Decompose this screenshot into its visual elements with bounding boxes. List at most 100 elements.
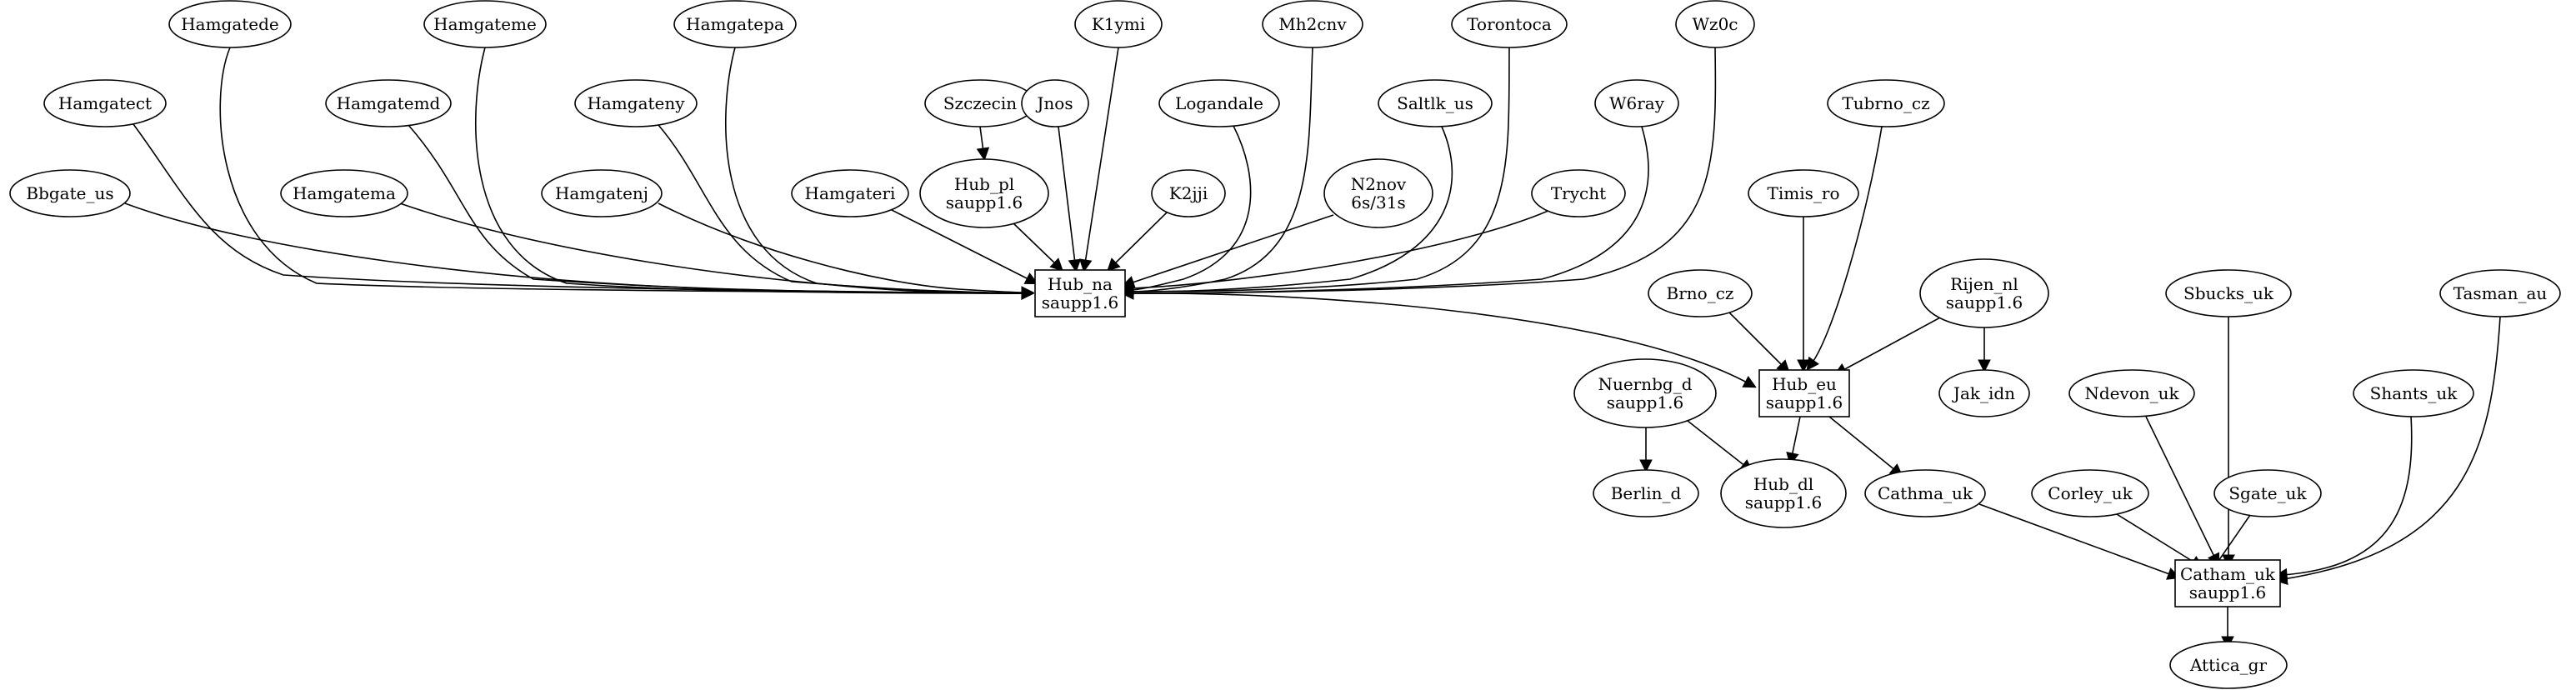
node-cathma_uk-shape (1864, 469, 1986, 518)
node-hub_pl-label-1: saupp1.6 (946, 192, 1023, 212)
node-hamgateny[interactable]: Hamgateny (574, 79, 698, 128)
node-nuernbg_d-label-1: saupp1.6 (1607, 392, 1683, 412)
node-hub_pl-label-0: Hub_pl (954, 174, 1014, 194)
edge-nuernbg_d-to-hub_dl (1687, 420, 1747, 468)
node-ndevon_uk[interactable]: Ndevon_uk (2068, 369, 2195, 418)
edge-corley_uk-to-catham_uk (2116, 513, 2197, 564)
node-w6ray[interactable]: W6ray (1594, 79, 1679, 128)
node-hub_dl-label-1: saupp1.6 (1745, 492, 1822, 512)
node-catham_uk-shape (2174, 559, 2281, 608)
node-hamgateme[interactable]: Hamgateme (423, 0, 547, 48)
node-trycht-shape (1531, 169, 1626, 218)
node-saltlk_us[interactable]: Saltlk_us (1378, 79, 1493, 128)
node-cathma_uk-label-0: Cathma_uk (1878, 483, 1973, 503)
node-logandale[interactable]: Logandale (1158, 79, 1280, 128)
node-sbucks_uk[interactable]: Sbucks_uk (2165, 269, 2292, 318)
node-catham_uk-label-1: saupp1.6 (2189, 582, 2266, 602)
node-attica_gr[interactable]: Attica_gr (2169, 641, 2288, 689)
node-brno_cz[interactable]: Brno_cz (1648, 269, 1753, 318)
node-torontoca-label-0: Torontoca (1467, 14, 1552, 34)
edge-saltlk_us-to-hub_na (1129, 126, 1453, 292)
edge-szczecin-to-hub_pl (979, 126, 984, 152)
node-sgate_uk-shape (2213, 469, 2322, 518)
node-sbucks_uk-label-0: Sbucks_uk (2183, 283, 2274, 303)
node-hub_na-label-0: Hub_na (1048, 274, 1113, 294)
node-shants_uk[interactable]: Shants_uk (2353, 369, 2474, 418)
node-sgate_uk[interactable]: Sgate_uk (2213, 469, 2322, 518)
node-hamgatenj-shape (541, 169, 663, 218)
node-hamgatenj[interactable]: Hamgatenj (541, 169, 663, 218)
node-mh2cnv-shape (1262, 0, 1363, 48)
edge-hub_eu-to-cathma_uk (1828, 416, 1897, 472)
node-k2jji-label-0: K2jji (1169, 183, 1208, 203)
node-hub_eu-shape (1758, 369, 1850, 418)
edge-cathma_uk-to-catham_uk (1978, 503, 2173, 576)
node-hamgatenj-label-0: Hamgatenj (555, 183, 648, 203)
node-szczecin[interactable]: Szczecin (924, 79, 1036, 128)
node-hub_eu-label-0: Hub_eu (1772, 374, 1837, 394)
node-hamgatect[interactable]: Hamgatect (43, 79, 167, 128)
node-hub_dl-shape (1720, 458, 1847, 528)
edge-mh2cnv-to-hub_na (1129, 47, 1313, 292)
edge-arrowhead-hamgatenj-hub_na (1021, 286, 1035, 299)
edge-hub_na-to-hub_eu (1124, 292, 1749, 384)
node-attica_gr-label-0: Attica_gr (2189, 655, 2267, 675)
node-w6ray-label-0: W6ray (1609, 93, 1665, 113)
node-ndevon_uk-shape (2068, 369, 2195, 418)
node-jak_idn-label-0: Jak_idn (1952, 383, 2015, 403)
node-hamgateri[interactable]: Hamgateri (791, 169, 909, 218)
node-corley_uk-shape (2031, 469, 2149, 518)
node-hamgateri-label-0: Hamgateri (805, 183, 896, 203)
edge-arrowhead-hub_na-hub_eu (1742, 375, 1757, 388)
edge-trycht-to-hub_na (1129, 209, 1551, 289)
node-bbgate_us[interactable]: Bbgate_us (9, 169, 131, 218)
node-cathma_uk[interactable]: Cathma_uk (1864, 469, 1986, 518)
node-jak_idn[interactable]: Jak_idn (1938, 369, 2030, 418)
node-wz0c[interactable]: Wz0c (1675, 0, 1755, 48)
node-hamgatema[interactable]: Hamgatema (280, 169, 408, 218)
node-hamgatema-shape (280, 169, 408, 218)
node-hamgatemd[interactable]: Hamgatemd (325, 79, 452, 128)
node-k2jji[interactable]: K2jji (1151, 169, 1226, 218)
node-hub_na-shape (1034, 269, 1126, 318)
node-hamgatepa[interactable]: Hamgatepa (673, 0, 797, 48)
node-hamgatema-label-0: Hamgatema (293, 183, 396, 203)
node-tasman_au[interactable]: Tasman_au (2439, 269, 2561, 318)
node-hamgatemd-label-0: Hamgatemd (337, 93, 441, 113)
edge-w6ray-to-hub_na (1129, 126, 1649, 294)
edge-n2nov-to-hub_na (1129, 214, 1334, 284)
node-ndevon_uk-label-0: Ndevon_uk (2084, 383, 2179, 403)
node-timis_ro-label-0: Timis_ro (1768, 183, 1840, 203)
node-jnos-shape (1021, 79, 1089, 128)
node-trycht[interactable]: Trycht (1531, 169, 1626, 218)
node-jnos[interactable]: Jnos (1021, 79, 1089, 128)
node-catham_uk-label-0: Catham_uk (2180, 564, 2276, 584)
node-hamgateny-label-0: Hamgateny (587, 93, 685, 113)
edge-tubrno_cz-to-hub_eu (1811, 126, 1883, 364)
node-hamgateri-shape (791, 169, 909, 218)
node-timis_ro[interactable]: Timis_ro (1748, 169, 1859, 218)
node-berlin_d[interactable]: Berlin_d (1593, 469, 1699, 518)
edge-arrowhead-hamgateri-hub_na (1023, 272, 1038, 285)
node-tasman_au-shape (2439, 269, 2561, 318)
edge-arrowhead-rijen_nl-jak_idn (1978, 359, 1991, 373)
node-rijen_nl-shape (1919, 258, 2049, 328)
node-corley_uk[interactable]: Corley_uk (2031, 469, 2149, 518)
node-tubrno_cz[interactable]: Tubrno_cz (1827, 79, 1945, 128)
node-sbucks_uk-shape (2165, 269, 2292, 318)
node-torontoca[interactable]: Torontoca (1451, 0, 1568, 48)
node-hamgatede[interactable]: Hamgatede (168, 0, 292, 48)
node-k1ymi[interactable]: K1ymi (1074, 0, 1163, 48)
node-sgate_uk-label-0: Sgate_uk (2228, 483, 2307, 503)
node-mh2cnv[interactable]: Mh2cnv (1262, 0, 1363, 48)
node-shants_uk-shape (2353, 369, 2474, 418)
edge-arrowhead-nuernbg_d-berlin_d (1639, 459, 1653, 473)
